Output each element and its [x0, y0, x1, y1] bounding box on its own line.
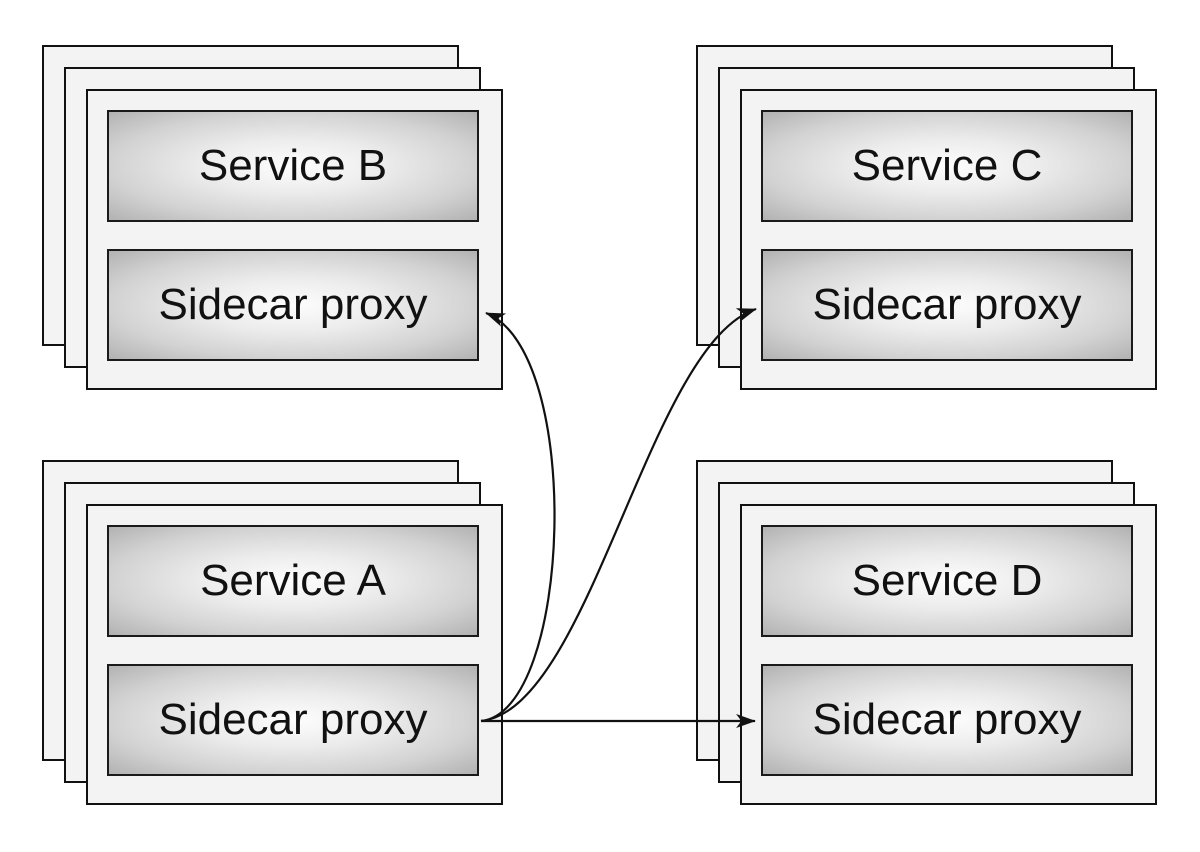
- service-a-group: Service A Sidecar proxy: [42, 460, 503, 805]
- service-c-box: Service C: [761, 110, 1133, 222]
- service-b-sidecar-proxy-label: Sidecar proxy: [158, 280, 428, 329]
- service-b-group: Service B Sidecar proxy: [42, 45, 503, 390]
- service-b-instance-card: Service B Sidecar proxy: [86, 89, 503, 390]
- service-c-group: Service C Sidecar proxy: [696, 45, 1157, 390]
- service-a-label: Service A: [200, 556, 386, 605]
- service-a-box: Service A: [107, 525, 479, 637]
- service-c-sidecar-proxy-label: Sidecar proxy: [812, 280, 1082, 329]
- service-d-label: Service D: [851, 556, 1043, 605]
- service-a-sidecar-proxy-label: Sidecar proxy: [158, 695, 428, 744]
- service-b-sidecar-proxy-box: Sidecar proxy: [107, 249, 479, 361]
- service-c-sidecar-proxy-box: Sidecar proxy: [761, 249, 1133, 361]
- service-c-label: Service C: [851, 141, 1043, 190]
- service-b-label: Service B: [198, 141, 388, 190]
- service-d-sidecar-proxy-box: Sidecar proxy: [761, 664, 1133, 776]
- service-a-sidecar-proxy-box: Sidecar proxy: [107, 664, 479, 776]
- service-d-instance-card: Service D Sidecar proxy: [740, 504, 1157, 805]
- service-b-box: Service B: [107, 110, 479, 222]
- service-a-instance-card: Service A Sidecar proxy: [86, 504, 503, 805]
- service-c-instance-card: Service C Sidecar proxy: [740, 89, 1157, 390]
- service-d-group: Service D Sidecar proxy: [696, 460, 1157, 805]
- service-d-box: Service D: [761, 525, 1133, 637]
- service-d-sidecar-proxy-label: Sidecar proxy: [812, 695, 1082, 744]
